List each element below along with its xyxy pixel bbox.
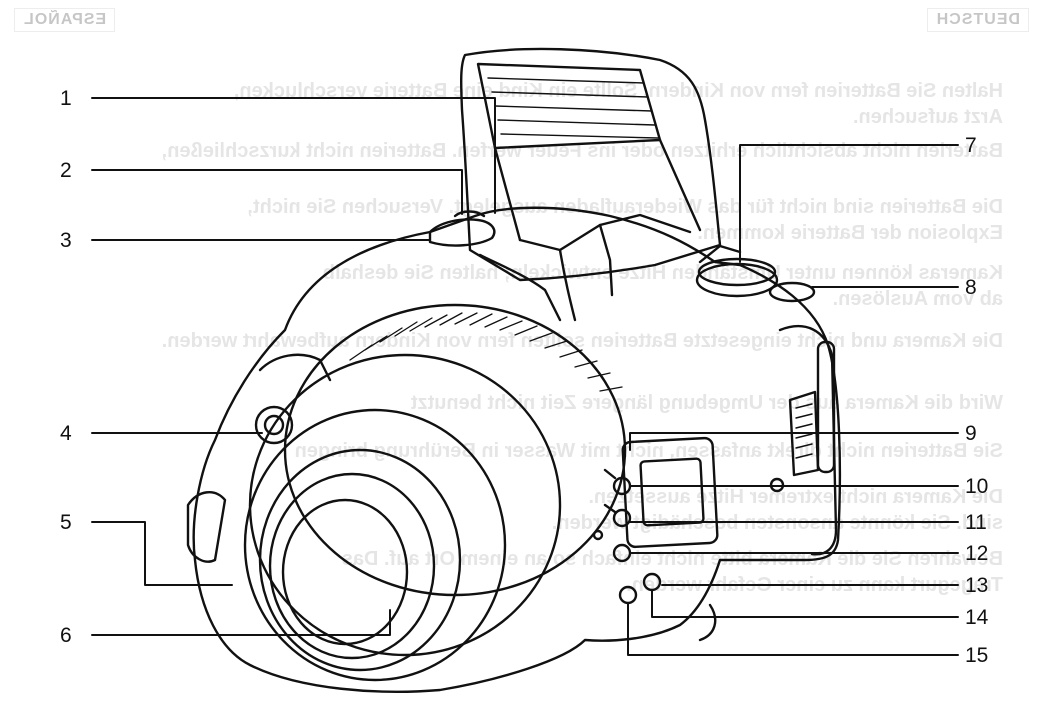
lens-barrel-rear xyxy=(283,303,627,597)
callout-9: 9 xyxy=(965,422,977,445)
callout-13: 13 xyxy=(965,574,988,597)
shutter-release xyxy=(428,218,496,247)
callout-14: 14 xyxy=(965,606,989,629)
lens-front-element xyxy=(258,448,462,672)
camera-body-outline xyxy=(192,206,842,693)
strap-slot xyxy=(788,390,820,477)
callout-12: 12 xyxy=(965,542,988,565)
strap-lug xyxy=(816,340,836,474)
callout-15: 15 xyxy=(965,644,988,667)
leader-1 xyxy=(91,97,496,214)
exposure-button xyxy=(612,508,632,528)
leader-9 xyxy=(629,432,959,451)
self-timer-lamp xyxy=(254,405,294,445)
callout-6: 6 xyxy=(60,624,72,647)
leader-7 xyxy=(739,144,959,263)
callout-3: 3 xyxy=(60,229,72,252)
leader-2 xyxy=(91,169,463,215)
right-grip-outline xyxy=(778,325,838,556)
flash-front-edge xyxy=(493,138,702,242)
self-timer-button xyxy=(618,585,638,605)
leader-14 xyxy=(651,589,959,618)
callout-11: 11 xyxy=(965,511,987,534)
hot-shoe-button xyxy=(768,281,816,303)
flash-housing xyxy=(459,47,722,282)
callout-5: 5 xyxy=(60,511,72,534)
leader-15 xyxy=(627,602,959,656)
lens-release xyxy=(186,491,227,563)
callout-4: 4 xyxy=(60,422,72,445)
mode-dial xyxy=(695,262,779,298)
callout-7: 7 xyxy=(965,134,977,157)
callout-8: 8 xyxy=(965,276,977,299)
lcd-panel xyxy=(639,457,705,527)
callout-1: 1 xyxy=(60,87,72,110)
drive-button xyxy=(612,543,632,563)
leader-6 xyxy=(91,609,391,636)
callout-10: 10 xyxy=(965,475,988,498)
flash-mode-button xyxy=(642,572,662,592)
callout-2: 2 xyxy=(60,159,72,182)
lcd-panel-frame xyxy=(621,436,719,549)
lens-front-ring xyxy=(243,408,507,682)
leader-5 xyxy=(91,521,233,586)
